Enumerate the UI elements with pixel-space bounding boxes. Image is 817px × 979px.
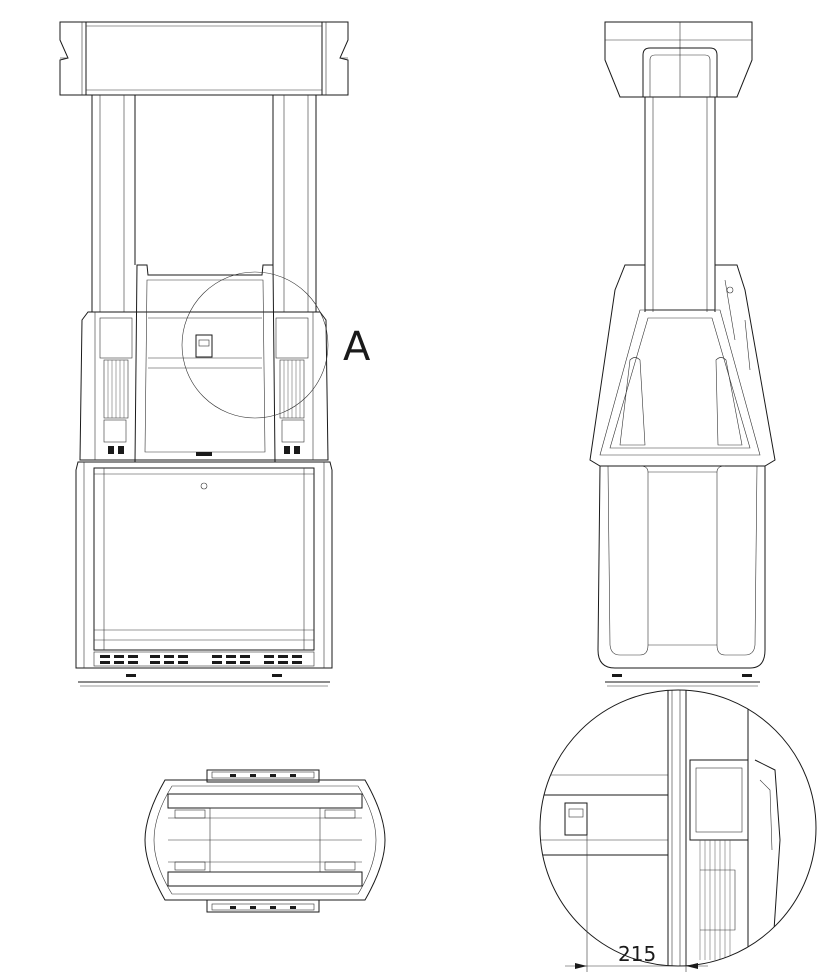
front-mid-housing [79,311,329,461]
detail-callout: A [181,271,371,419]
vent-grille [100,655,302,664]
front-view: A [59,21,371,687]
detail-a-content [540,690,781,966]
side-base [605,674,760,687]
front-canopy [59,21,349,96]
top-view [144,769,386,913]
side-canopy [604,21,753,98]
dimension-value: 215 [618,942,656,966]
callout-label: A [343,324,371,370]
side-cabinet [597,465,766,669]
front-cabinet [75,461,333,669]
front-screen-frame [134,264,276,463]
side-view [589,21,776,687]
side-housing [589,264,776,467]
dimension-215: 215 [565,835,708,972]
front-columns [91,95,317,312]
side-column [644,97,716,312]
front-base [78,674,330,687]
detail-a-view: 215 [539,689,817,972]
